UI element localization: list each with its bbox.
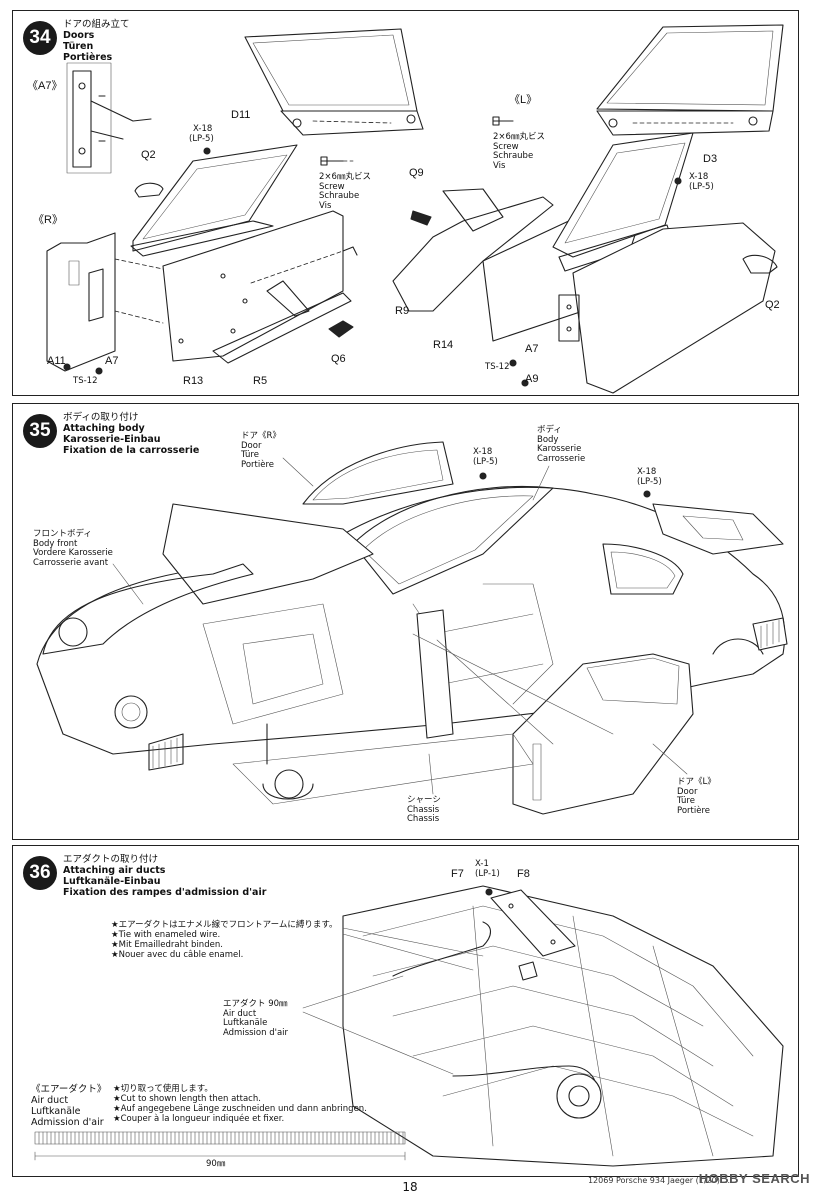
label-x18-right: X-18 xyxy=(689,172,709,182)
label-a7-left: A7 xyxy=(105,355,119,367)
step-35-title: ボディの取り付け Attaching body Karosserie-Einba… xyxy=(63,412,199,456)
step-35-illustration xyxy=(36,441,788,815)
label-a7-right: A7 xyxy=(525,343,539,355)
title-en: Attaching body xyxy=(63,423,145,434)
label-d3: D3 xyxy=(703,153,718,165)
label-r9: R9 xyxy=(395,305,410,317)
length-label: 90㎜ xyxy=(203,1159,229,1170)
label-r5: R5 xyxy=(253,375,268,387)
page-number: 18 xyxy=(402,1180,418,1194)
label-body: ボディ Body Karosserie Carrosserie xyxy=(537,425,586,464)
label-f8: F8 xyxy=(517,868,530,880)
label-screw-right: 2×6㎜丸ビス Screw Schraube Vis xyxy=(493,132,545,171)
step-34-illustration xyxy=(46,24,784,394)
step-34-title: ドアの組み立て Doors Türen Portières xyxy=(63,19,130,63)
watermark-logo: HOBBY SEARCH xyxy=(698,1171,810,1186)
label-q2-left: Q2 xyxy=(141,149,156,161)
title-en: Doors xyxy=(63,30,95,41)
label-door-r: ドア《R》 Door Türe Portière xyxy=(241,431,281,470)
label-screw-left: 2×6㎜丸ビス Screw Schraube Vis xyxy=(319,172,371,211)
label-ts12-right: TS-12 xyxy=(485,362,510,372)
label-lp5-right: (LP-5) xyxy=(689,182,714,192)
label-f7: F7 xyxy=(451,868,464,880)
model-code: 12069 Porsche 934 Jaeger (1/20) ... xyxy=(587,1176,730,1185)
label-a9: A9 xyxy=(525,373,539,385)
label-chassis: シャーシ Chassis Chassis xyxy=(407,795,441,824)
label-ts12-left: TS-12 xyxy=(73,376,98,386)
label-body-front: フロントボディ Body front Vordere Karosserie Ca… xyxy=(33,529,113,568)
label-r13: R13 xyxy=(183,375,204,387)
label-x18-a: X-18 (LP-5) xyxy=(473,447,498,467)
title-en: Attaching air ducts xyxy=(63,865,166,876)
label-r14: R14 xyxy=(433,339,454,351)
label-q9: Q9 xyxy=(409,167,424,179)
step-36-title: エアダクトの取り付け Attaching air ducts Luftkanäl… xyxy=(63,854,266,898)
label-r-side: 《R》 xyxy=(33,214,63,226)
label-air-duct: エアダクト 90㎜ Air duct Luftkanäle Admission … xyxy=(223,999,289,1038)
title-ja: ドアの組み立て xyxy=(63,19,130,30)
label-door-l: ドア《L》 Door Türe Portière xyxy=(677,777,716,816)
label-a7-box: 《A7》 xyxy=(27,80,63,92)
label-x1: X-1 (LP-1) xyxy=(475,859,500,879)
label-q2-right: Q2 xyxy=(765,299,780,311)
step-34-number: 34 xyxy=(23,21,57,55)
duct-box-label: 《エアーダクト》 Air duct Luftkanäle Admission d… xyxy=(31,1084,107,1128)
title-fr: Fixation de la carrosserie xyxy=(63,445,200,456)
title-fr: Portières xyxy=(63,52,113,63)
label-x18-left: X-18 xyxy=(193,124,213,134)
label-x18-b: X-18 (LP-5) xyxy=(637,467,662,487)
step-34-panel: 34 ドアの組み立て Doors Türen Portières 《A7》 《R… xyxy=(12,10,799,396)
label-q6: Q6 xyxy=(331,353,346,365)
title-de: Karosserie-Einbau xyxy=(63,434,161,445)
label-a11: A11 xyxy=(47,355,66,367)
label-d11: D11 xyxy=(231,109,251,121)
step-36-number: 36 xyxy=(23,856,57,890)
title-ja: エアダクトの取り付け xyxy=(63,854,159,865)
step-35-panel: 35 ボディの取り付け Attaching body Karosserie-Ei… xyxy=(12,403,799,840)
step-35-number: 35 xyxy=(23,414,57,448)
title-fr: Fixation des rampes d'admission d'air xyxy=(63,887,267,898)
step-36-illustration xyxy=(34,885,784,1167)
step-36-panel: 36 エアダクトの取り付け Attaching air ducts Luftka… xyxy=(12,845,799,1177)
cut-note: ★切り取って使用します。 ★Cut to shown length then a… xyxy=(113,1084,367,1124)
title-ja: ボディの取り付け xyxy=(63,412,139,423)
label-l-side: 《L》 xyxy=(509,94,538,106)
title-de: Türen xyxy=(63,41,94,52)
title-de: Luftkanäle-Einbau xyxy=(63,876,161,887)
label-lp5-left: (LP-5) xyxy=(189,134,214,144)
wire-note: ★エアーダクトはエナメル線でフロントアームに縛ります。 ★Tie with en… xyxy=(111,920,338,960)
